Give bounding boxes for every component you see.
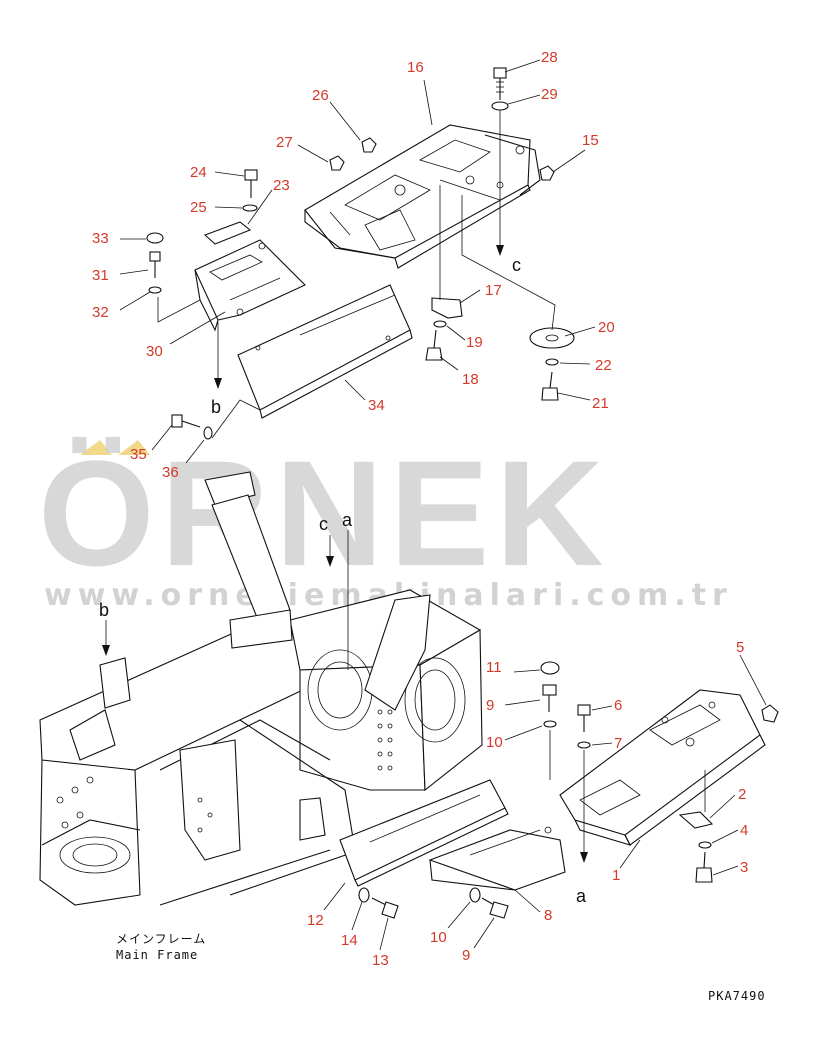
callout-35: 35 <box>130 446 147 463</box>
frame-1 <box>559 689 766 846</box>
callout-33: 33 <box>92 230 109 247</box>
floor-plate-assembly-16 <box>304 124 541 269</box>
bolt-9 <box>542 684 557 712</box>
flow-letters: c b c a b a <box>99 255 587 906</box>
plate-23 <box>203 221 252 245</box>
main-frame <box>39 471 483 906</box>
washer-10b <box>469 887 481 903</box>
figure-code: PKA7490 <box>708 989 766 1003</box>
callout-15: 15 <box>582 132 599 149</box>
callout-7: 7 <box>614 735 622 752</box>
callout-10b: 10 <box>430 929 447 946</box>
bolt-18 <box>425 329 443 361</box>
callout-26: 26 <box>312 87 329 104</box>
main-frame-label-en: Main Frame <box>116 948 198 962</box>
callout-9b: 9 <box>462 947 470 964</box>
bolt-3 <box>695 851 713 883</box>
callout-18: 18 <box>462 371 479 388</box>
callout-31: 31 <box>92 267 109 284</box>
callout-10: 10 <box>486 734 503 751</box>
callout-19: 19 <box>466 334 483 351</box>
callout-34: 34 <box>368 397 385 414</box>
washer-32 <box>148 286 162 294</box>
flow-letter-b-frame: b <box>99 600 109 620</box>
callout-21: 21 <box>592 395 609 412</box>
callout-23: 23 <box>273 177 290 194</box>
callout-14: 14 <box>341 932 358 949</box>
washer-4 <box>698 841 712 849</box>
callout-28: 28 <box>541 49 558 66</box>
cover-34 <box>237 284 413 419</box>
callout-5: 5 <box>736 639 744 656</box>
callout-30: 30 <box>146 343 163 360</box>
cover-12 <box>339 779 509 887</box>
callout-25: 25 <box>190 199 207 216</box>
watermark-brand: ÖRNEK <box>38 429 610 597</box>
callout-27: 27 <box>276 134 293 151</box>
callout-29: 29 <box>541 86 558 103</box>
callout-32: 32 <box>92 304 109 321</box>
bracket-8 <box>428 826 566 891</box>
watermark: ÖRNEK www.ornekiemakinalari.com.tr <box>38 429 727 613</box>
nut-27 <box>329 155 345 171</box>
callout-11: 11 <box>486 659 502 676</box>
callout-20: 20 <box>598 319 615 336</box>
flow-letter-b-top: b <box>211 397 221 417</box>
bolt-35 <box>171 414 201 428</box>
flow-letter-c-frame: c <box>319 514 328 534</box>
reference-lines <box>102 110 706 863</box>
leader-lines <box>119 59 767 951</box>
watermark-accent-mark <box>80 440 112 455</box>
bolt-24 <box>244 169 258 198</box>
callout-4: 4 <box>740 822 748 839</box>
washer-10 <box>543 720 557 728</box>
callout-3: 3 <box>740 859 748 876</box>
bolt-13 <box>371 897 399 919</box>
callout-24: 24 <box>190 164 207 181</box>
callout-6: 6 <box>614 697 622 714</box>
callout-36: 36 <box>162 464 179 481</box>
main-frame-label: メインフレーム Main Frame <box>116 932 206 962</box>
nut-5 <box>761 704 779 723</box>
callout-2: 2 <box>738 786 746 803</box>
flow-letter-a-bottom: a <box>576 886 587 906</box>
callout-8: 8 <box>544 907 552 924</box>
bolt-9b <box>481 897 509 919</box>
callout-labels: 1 2 3 4 5 6 7 8 9 10 11 12 13 14 15 16 1… <box>92 49 748 969</box>
plate-2 <box>678 811 714 829</box>
bolt-31 <box>149 251 161 278</box>
callout-1: 1 <box>612 867 620 884</box>
bracket-30 <box>194 239 306 332</box>
nut-26 <box>361 137 377 153</box>
washer-7 <box>577 741 591 749</box>
cap-33 <box>146 232 164 244</box>
callout-13: 13 <box>372 952 389 969</box>
washer-19 <box>433 320 447 328</box>
flow-letter-c-top: c <box>512 255 521 275</box>
callout-12: 12 <box>307 912 324 929</box>
main-frame-label-jp: メインフレーム <box>116 932 206 946</box>
washer-22 <box>545 358 559 366</box>
callout-16: 16 <box>407 59 424 76</box>
flow-letter-a-frame: a <box>342 510 353 530</box>
cap-11 <box>540 661 560 675</box>
cover-20 <box>529 327 575 349</box>
washer-25 <box>242 204 258 212</box>
washer-29 <box>491 101 509 111</box>
nut-15 <box>539 165 555 181</box>
callout-22: 22 <box>595 357 612 374</box>
washer-14 <box>358 887 370 903</box>
callout-9: 9 <box>486 697 494 714</box>
bolt-21 <box>541 371 559 401</box>
bolt-28 <box>493 67 507 100</box>
callout-17: 17 <box>485 282 502 299</box>
washer-36 <box>203 426 213 440</box>
clip-17 <box>431 297 463 319</box>
watermark-accent-mark <box>118 440 150 455</box>
bolt-6 <box>577 704 591 732</box>
